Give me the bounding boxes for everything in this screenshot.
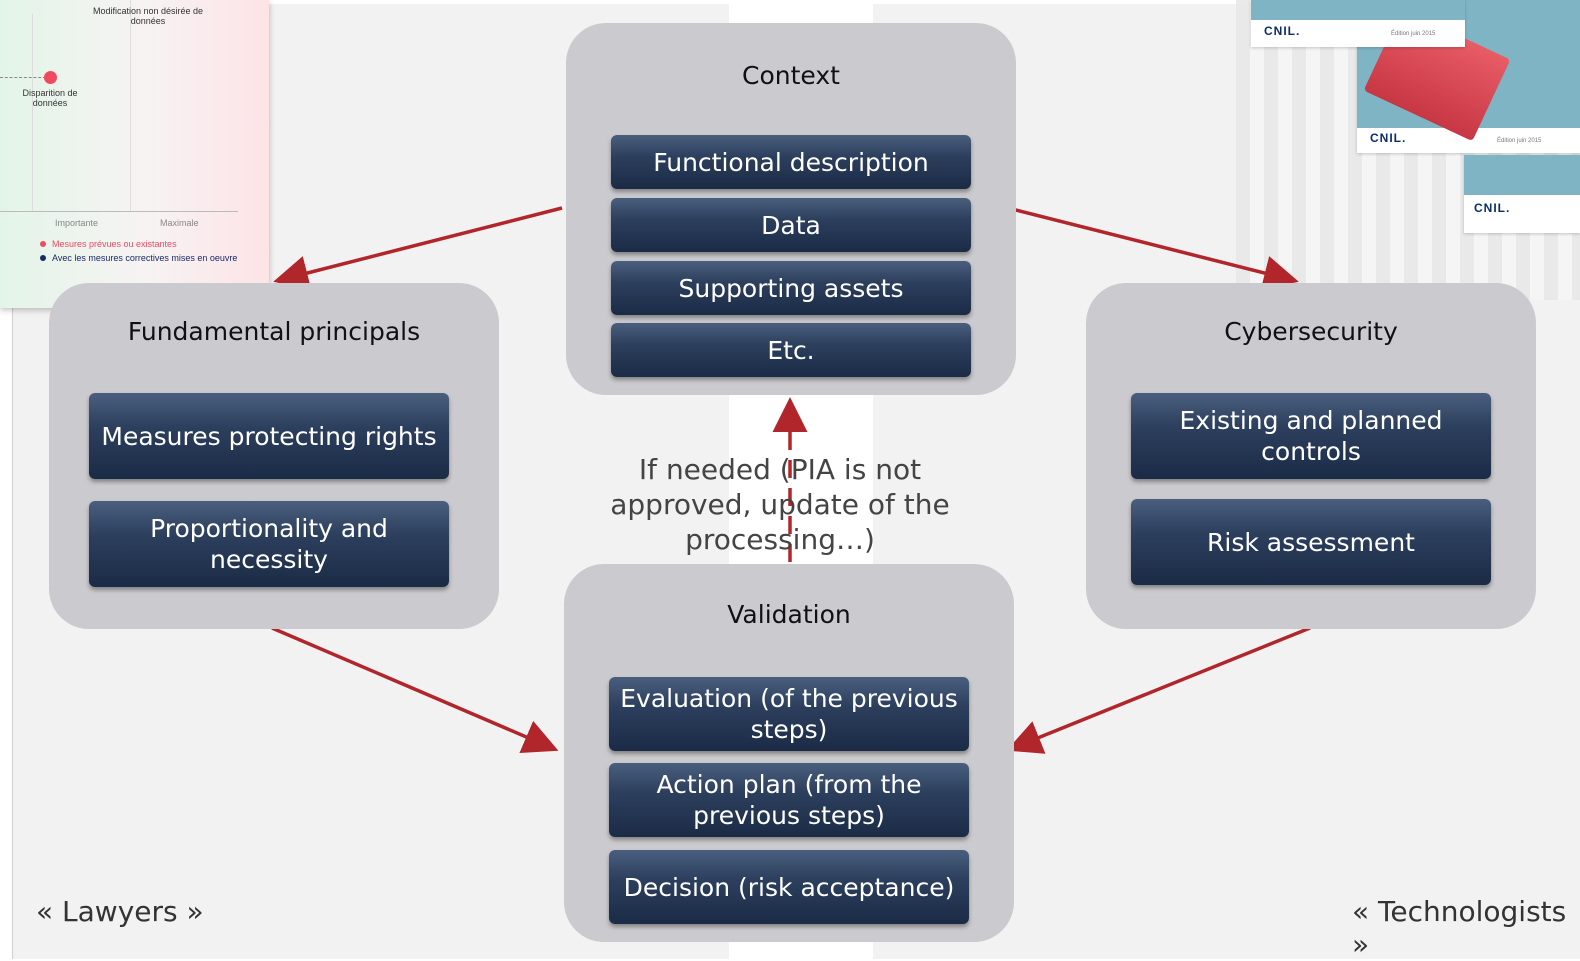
cover-edition: Édition juin 2015 (1497, 138, 1542, 144)
cnil-logo: CNIL. (1264, 24, 1301, 38)
cover-edition: Édition juin 2015 (1391, 31, 1436, 37)
cnil-guide-cover-1: CNIL. Édition juin 2015 (1251, 0, 1465, 47)
thumb-axis (0, 211, 238, 212)
arrow-fundamental-to-validation (271, 626, 559, 754)
context-item-functional-description: Functional description (611, 135, 971, 189)
technologists-label: « Technologists » (1352, 895, 1567, 961)
cybersecurity-item-risk-assessment: Risk assessment (1131, 499, 1491, 585)
arrow-context-to-cybersecurity (1007, 206, 1299, 291)
risk-map-thumbnail: Modification non désirée de données Disp… (0, 0, 269, 308)
arrow-context-to-fundamental (273, 206, 563, 291)
thumb-legend-1: Mesures prévues ou existantes (40, 239, 177, 249)
lawyers-label: « Lawyers » (36, 895, 204, 928)
fundamental-principals-group: Fundamental principals Measures protecti… (49, 283, 499, 629)
validation-title: Validation (727, 600, 851, 629)
cybersecurity-item-existing-planned-controls: Existing and planned controls (1131, 393, 1491, 479)
legend-dot-icon (40, 255, 46, 261)
validation-group: Validation Evaluation (of the previous s… (564, 564, 1014, 942)
cnil-guide-cover-3: CNIL. (1464, 155, 1580, 233)
validation-item-decision: Decision (risk acceptance) (609, 850, 969, 924)
thumb-label-modification: Modification non désirée de données (92, 6, 204, 26)
thumb-label-disparition: Disparition de données (22, 88, 78, 108)
context-item-etc: Etc. (611, 323, 971, 377)
validation-item-action-plan: Action plan (from the previous steps) (609, 763, 969, 837)
validation-item-evaluation: Evaluation (of the previous steps) (609, 677, 969, 751)
fundamental-item-proportionality-necessity: Proportionality and necessity (89, 501, 449, 587)
cnil-logo: CNIL. (1474, 201, 1511, 215)
context-item-supporting-assets: Supporting assets (611, 261, 971, 315)
thumb-axis-importante: Importante (55, 218, 99, 228)
cover-image (1251, 0, 1465, 20)
thumb-data-point (44, 71, 57, 84)
context-group: Context Functional description Data Supp… (566, 23, 1016, 395)
fundamental-principals-title: Fundamental principals (127, 317, 421, 346)
fundamental-item-measures-protecting-rights: Measures protecting rights (89, 393, 449, 479)
context-item-data: Data (611, 198, 971, 252)
cover-image (1464, 155, 1580, 195)
cybersecurity-group: Cybersecurity Existing and planned contr… (1086, 283, 1536, 629)
thumb-legend-2-label: Avec les mesures correctives mises en oe… (52, 253, 238, 263)
thumb-dashed-line (0, 77, 46, 78)
thumb-grid-line (32, 14, 33, 211)
thumb-legend-1-label: Mesures prévues ou existantes (52, 239, 177, 249)
thumb-grid-line (130, 0, 131, 211)
loop-note: If needed (PIA is not approved, update o… (610, 453, 950, 556)
context-title: Context (742, 61, 840, 90)
arrow-cybersecurity-to-validation (1006, 626, 1311, 754)
legend-dot-icon (40, 241, 46, 247)
cybersecurity-title: Cybersecurity (1224, 317, 1398, 346)
thumb-axis-maximale: Maximale (160, 218, 199, 228)
cnil-logo: CNIL. (1370, 131, 1407, 145)
thumb-legend-2: Avec les mesures correctives mises en oe… (40, 253, 237, 263)
